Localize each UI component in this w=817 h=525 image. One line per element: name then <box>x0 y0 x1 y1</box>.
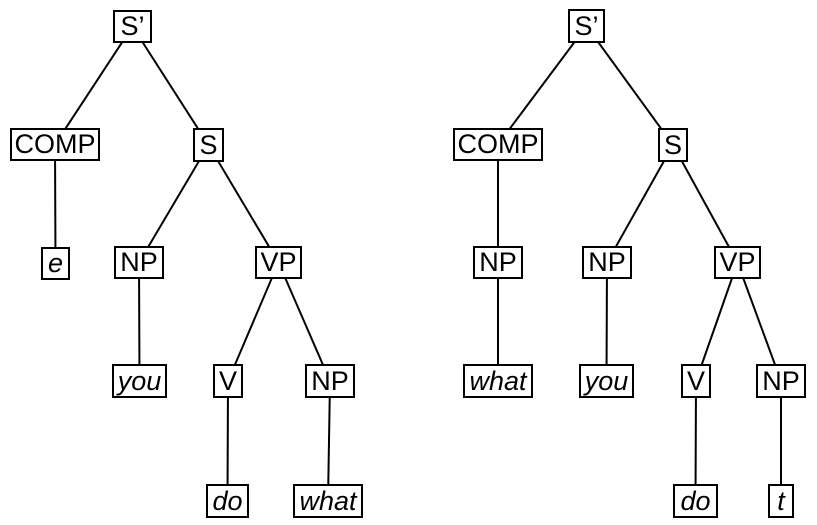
edge-right-tree-s-vp <box>672 144 739 263</box>
node-left-tree-np-obj: NP <box>305 364 355 398</box>
edge-left-tree-np-subj-you <box>138 262 141 382</box>
edge-left-tree-np-obj-what <box>327 380 331 502</box>
edge-left-tree-vp-v <box>227 262 280 382</box>
node-right-tree-np-comp: NP <box>473 246 523 279</box>
edge-right-tree-sbar-comp <box>497 25 588 146</box>
node-right-tree-sbar: S’ <box>568 9 605 43</box>
node-left-tree-do: do <box>206 484 249 518</box>
node-right-tree-you: you <box>579 364 634 398</box>
edge-left-tree-comp-e <box>54 144 57 264</box>
edge-left-tree-s-np-subj <box>138 144 210 264</box>
node-right-tree-do: do <box>673 484 718 518</box>
edge-left-tree-v-do <box>226 380 229 502</box>
edge-right-tree-vp-v <box>695 262 739 382</box>
edge-right-tree-vp-np-obj <box>736 262 782 382</box>
node-left-tree-you: you <box>112 364 167 398</box>
edge-right-tree-sbar-s <box>585 25 674 146</box>
edge-left-tree-sbar-comp <box>54 25 134 146</box>
edge-left-tree-sbar-s <box>131 25 210 146</box>
node-left-tree-np-subj: NP <box>114 246 164 279</box>
node-left-tree-v: V <box>213 364 243 398</box>
node-right-tree-vp: VP <box>714 246 761 279</box>
node-right-tree-np-obj: NP <box>756 364 806 398</box>
node-left-tree-what: what <box>293 484 363 518</box>
node-left-tree-vp: VP <box>255 246 302 279</box>
edge-left-tree-s-vp <box>207 144 280 264</box>
node-right-tree-np-subj: NP <box>582 246 632 279</box>
edge-left-tree-vp-np-obj <box>277 262 331 382</box>
node-left-tree-comp: COMP <box>10 128 100 161</box>
edge-right-tree-np-subj-you <box>605 262 608 382</box>
edge-right-tree-s-np-subj <box>606 144 674 263</box>
node-right-tree-s: S <box>658 128 688 162</box>
node-right-tree-what: what <box>463 364 533 398</box>
node-left-tree-s: S <box>193 128 224 162</box>
node-right-tree-v: V <box>681 364 711 398</box>
node-right-tree-t: t <box>768 484 794 518</box>
node-left-tree-e: e <box>41 247 70 280</box>
node-left-tree-sbar: S’ <box>113 10 152 43</box>
edge-right-tree-v-do <box>694 380 697 502</box>
node-right-tree-comp: COMP <box>453 128 543 161</box>
